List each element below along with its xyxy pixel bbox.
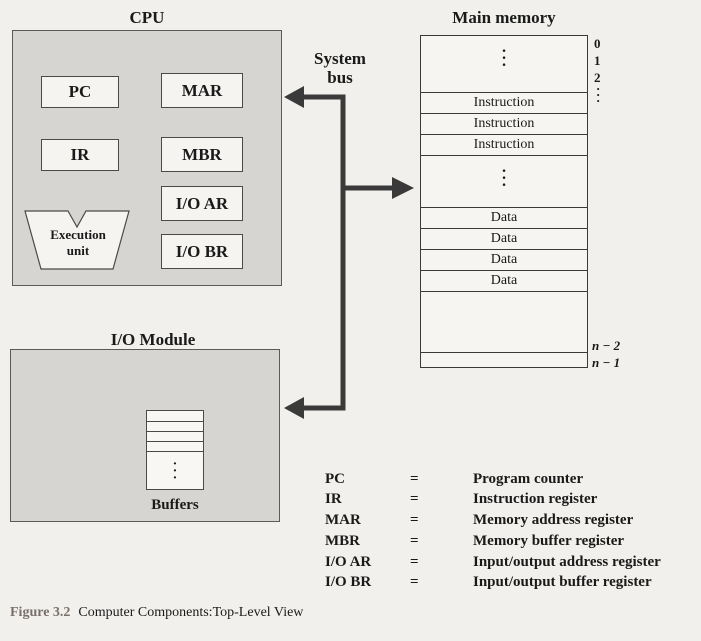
memory-title: Main memory [452, 8, 556, 27]
figure-caption: Figure 3.2 Computer Components:Top-Level … [10, 605, 303, 621]
legend-equals: = [410, 533, 419, 549]
legend-abbr: MBR [325, 533, 360, 549]
legend-abbr: I/O AR [325, 554, 372, 570]
mar-register: MAR [161, 73, 243, 108]
legend-equals: = [410, 471, 419, 487]
legend-equals: = [410, 491, 419, 507]
figure-caption-text: Computer Components:Top-Level View [78, 605, 304, 620]
figure-label: Figure 3.2 [10, 605, 71, 620]
memory-row: Instruction [421, 92, 587, 113]
memory-address: 0 [594, 36, 601, 51]
legend-desc: Instruction register [473, 491, 598, 507]
legend-desc: Program counter [473, 471, 584, 487]
legend-abbr: PC [325, 471, 345, 487]
legend-equals: = [410, 554, 419, 570]
memory-address: n − 1 [592, 355, 621, 370]
memory-ellipsis-top: ··· [501, 43, 507, 74]
memory-gap [421, 155, 587, 207]
io-module-box [10, 349, 280, 522]
memory-row: Data [421, 207, 587, 228]
memory-row: Instruction [421, 113, 587, 134]
ir-register: IR [41, 139, 119, 171]
legend-desc: Input/output address register [473, 554, 661, 570]
memory-address: 1 [594, 53, 601, 68]
legend-abbr: IR [325, 491, 342, 507]
memory-bottom-row [421, 352, 587, 368]
execution-unit-shape [24, 210, 130, 270]
legend-desc: Memory buffer register [473, 533, 625, 549]
cpu-title: CPU [129, 8, 165, 27]
io-module-title: I/O Module [110, 330, 196, 349]
io-ar-register: I/O AR [161, 186, 243, 221]
pc-register: PC [41, 76, 119, 108]
legend-equals: = [410, 574, 419, 590]
memory-row: Data [421, 249, 587, 270]
memory-address: 2 [594, 70, 601, 85]
memory-address: n − 2 [592, 338, 621, 353]
io-br-register: I/O BR [161, 234, 243, 269]
memory-row: Data [421, 228, 587, 249]
cpu-box: PC MAR IR MBR I/O AR I/O BR Execution un… [12, 30, 282, 286]
legend-abbr: MAR [325, 512, 361, 528]
legend-desc: Input/output buffer register [473, 574, 652, 590]
mbr-register: MBR [161, 137, 243, 172]
legend-desc: Memory address register [473, 512, 634, 528]
memory-ellipsis-middle: ··· [501, 163, 507, 194]
buffers-ellipsis: ··· [172, 457, 178, 486]
legend-equals: = [410, 512, 419, 528]
execution-unit-label: Execution unit [50, 227, 106, 258]
main-memory: ··· Instruction Instruction Instruction … [420, 35, 588, 368]
memory-bottom-gap [421, 291, 587, 368]
legend-abbr: I/O BR [325, 574, 372, 590]
address-ellipsis: ··· [596, 81, 601, 108]
memory-row: Instruction [421, 134, 587, 155]
memory-row: Data [421, 270, 587, 291]
system-bus-label-line2: bus [327, 68, 353, 87]
buffers-stack: ··· [146, 410, 204, 490]
system-bus-label-line1: System [314, 49, 366, 68]
buffers-label: Buffers [151, 497, 199, 513]
